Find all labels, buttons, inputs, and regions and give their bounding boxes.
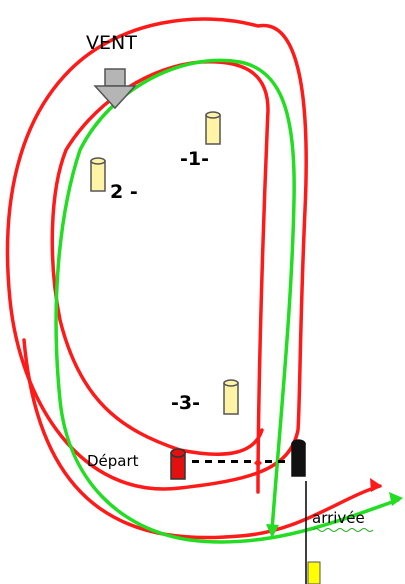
green-course-arrowhead-down (266, 524, 279, 538)
red-course-inner-loop (50, 60, 270, 494)
red-course-finish-crossing (22, 338, 382, 540)
buoy-3-label: -3- (171, 392, 200, 414)
start-line-dash (192, 460, 199, 463)
buoy-icon (205, 111, 221, 145)
finish-buoy-icon (291, 439, 306, 477)
buoy-2-label: 2 - (110, 181, 138, 203)
buoy-1-label: -1- (180, 148, 209, 170)
start-label: Départ (87, 452, 139, 470)
finish-label: arrivée (312, 509, 365, 527)
start-line-dash (231, 460, 238, 463)
start-line-dash (205, 460, 212, 463)
green-course-arrowhead-right (389, 492, 403, 506)
start-line-dash (278, 460, 285, 463)
wind-arrow-icon (93, 68, 137, 110)
start-buoy-icon (170, 448, 186, 480)
red-course-outer-loop (5, 17, 308, 491)
start-line-marker (254, 459, 262, 467)
start-line-dash (218, 460, 225, 463)
start-line-dash (265, 460, 272, 463)
red-course-arrowhead (370, 478, 382, 492)
buoy-icon (223, 379, 239, 415)
start-line-dash (244, 460, 251, 463)
wind-label: VENT (86, 32, 137, 54)
arrivee-underline (312, 528, 374, 532)
buoy-icon (90, 157, 106, 192)
green-course-loop (54, 58, 400, 544)
finish-flag-icon (307, 561, 321, 584)
